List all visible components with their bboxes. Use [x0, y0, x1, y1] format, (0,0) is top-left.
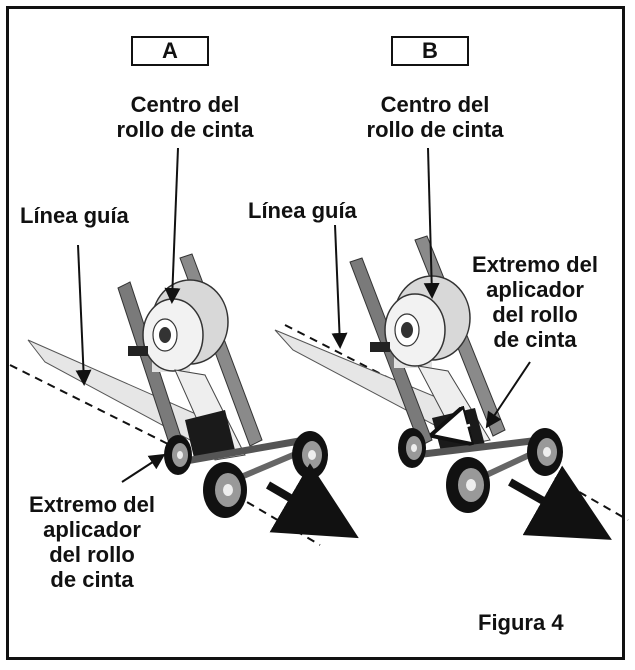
- panel-a-center-pointer: [164, 147, 181, 304]
- panel-b-wheel-front: [446, 457, 490, 513]
- panel-a-applicator-label: Extremo del aplicador del rollo de cinta: [29, 492, 155, 592]
- panel-a-drawing: [9, 147, 359, 546]
- panel-a-guide-pointer: [75, 244, 92, 386]
- panel-b-travel-arrow: [508, 465, 612, 540]
- panel-b-applicator-label: Extremo del aplicador del rollo de cinta: [472, 252, 598, 352]
- panel-a-wheel-left: [164, 435, 192, 475]
- panel-b-wheel-left: [398, 428, 426, 468]
- panel-a-letter-box: A: [131, 36, 209, 66]
- panel-a-applicator-pointer: [121, 453, 166, 483]
- figure-caption: Figura 4: [478, 610, 564, 635]
- panel-b-guide-label: Línea guía: [248, 198, 357, 223]
- panel-a-guide-line-upper: [9, 364, 171, 446]
- panel-a-guide-line-lower: [234, 494, 321, 546]
- panel-a-wheel-right-back: [292, 431, 328, 479]
- panel-a-travel-arrow: [265, 463, 359, 539]
- panel-b-letter-box: B: [391, 36, 469, 66]
- panel-b-center-label: Centro del rollo de cinta: [366, 92, 504, 142]
- panel-b-applicator-pointer: [485, 361, 531, 429]
- panel-a-wheel-front: [203, 462, 247, 518]
- panel-a-center-label: Centro del rollo de cinta: [116, 92, 254, 142]
- panel-b-wheel-right-back: [527, 428, 563, 476]
- panel-b-letter: B: [422, 38, 438, 63]
- panel-b-center-pointer: [423, 147, 440, 299]
- panel-b-drawing: [274, 147, 629, 540]
- panel-a-guide-label: Línea guía: [20, 203, 129, 228]
- panel-a-applicator: [185, 410, 235, 462]
- panel-b-guide-pointer: [331, 224, 348, 349]
- figure-frame: [6, 6, 625, 660]
- panel-a-letter: A: [162, 38, 178, 63]
